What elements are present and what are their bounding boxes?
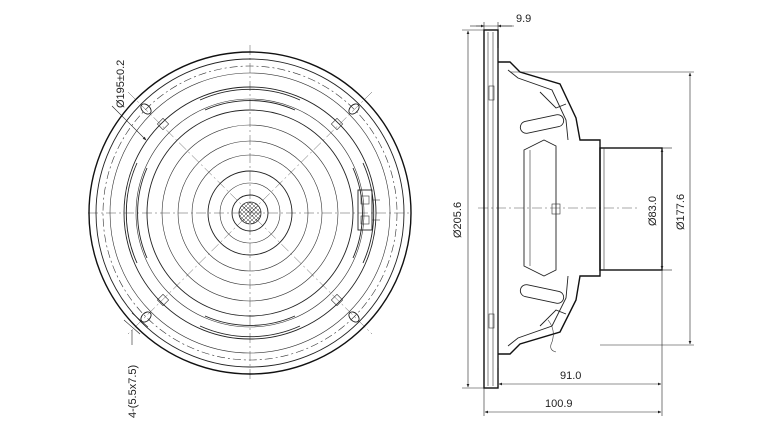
dust-cap-mesh <box>238 201 262 225</box>
magnet-dia-label: Ø83.0 <box>647 196 659 226</box>
outer-rim <box>88 51 412 375</box>
tab-br <box>330 293 344 307</box>
mounting-circle <box>102 65 398 361</box>
mounting-hole-tr <box>348 103 360 115</box>
frame-arm-bottom <box>539 309 567 327</box>
outer-rim-inner <box>95 58 405 368</box>
front-view: Ø195±0.2 4-(5.5x7.5) <box>88 45 412 418</box>
slot-right <box>362 162 375 264</box>
side-view: 9.9 Ø205.6 Ø83.0 Ø177.6 91.0 100.9 <box>452 13 694 416</box>
flange <box>483 29 499 389</box>
terminal-side <box>551 203 561 215</box>
gasket-ring <box>109 72 391 354</box>
surround-outer <box>123 86 377 340</box>
hole-dim-line-1 <box>123 319 141 335</box>
slot-top <box>199 88 301 101</box>
slot-left-inner <box>137 167 148 259</box>
slot-left <box>125 162 138 264</box>
cone-profile <box>523 139 557 277</box>
frame-inner <box>507 69 569 347</box>
surround-inner <box>135 98 365 328</box>
cone-ring-2 <box>177 140 323 286</box>
lead-wire <box>547 319 557 353</box>
voice-coil-ring <box>219 182 281 244</box>
frame-window-bottom <box>519 284 565 304</box>
slot-right-inner <box>352 167 363 259</box>
spider-ring <box>207 170 293 256</box>
cone-ring-1 <box>161 124 339 302</box>
gasket-notch-bottom <box>488 313 495 329</box>
slot-bottom-inner <box>204 315 296 326</box>
terminal <box>357 189 380 231</box>
flange-thickness-label: 9.9 <box>516 13 531 25</box>
mount-circle-dim-line <box>111 105 147 141</box>
frame-dia-label: Ø177.6 <box>675 194 687 230</box>
cone-ring-3 <box>191 154 309 272</box>
cone-edge <box>146 109 354 317</box>
hole-label: 4-(5.5x7.5) <box>127 365 139 418</box>
slot-top-inner <box>204 100 296 111</box>
hole-dim-line-2 <box>131 312 149 328</box>
depth-label: 91.0 <box>560 370 581 382</box>
slot-bottom <box>199 325 301 338</box>
frame-window-top <box>519 114 565 134</box>
mounting-hole-tl <box>140 103 152 115</box>
baffle-dia-label: Ø205.6 <box>452 202 464 238</box>
mounting-hole-br <box>348 311 360 323</box>
total-depth-label: 100.9 <box>545 398 573 410</box>
dust-cap <box>231 194 269 232</box>
tab-bl <box>156 293 170 307</box>
gasket-notch-top <box>488 85 495 101</box>
mount-circle-dia-label: Ø195±0.2 <box>115 60 127 108</box>
frame-arm-top <box>539 91 567 109</box>
tab-tl <box>156 117 170 131</box>
tab-tr <box>330 117 344 131</box>
frame-outline <box>498 61 601 355</box>
